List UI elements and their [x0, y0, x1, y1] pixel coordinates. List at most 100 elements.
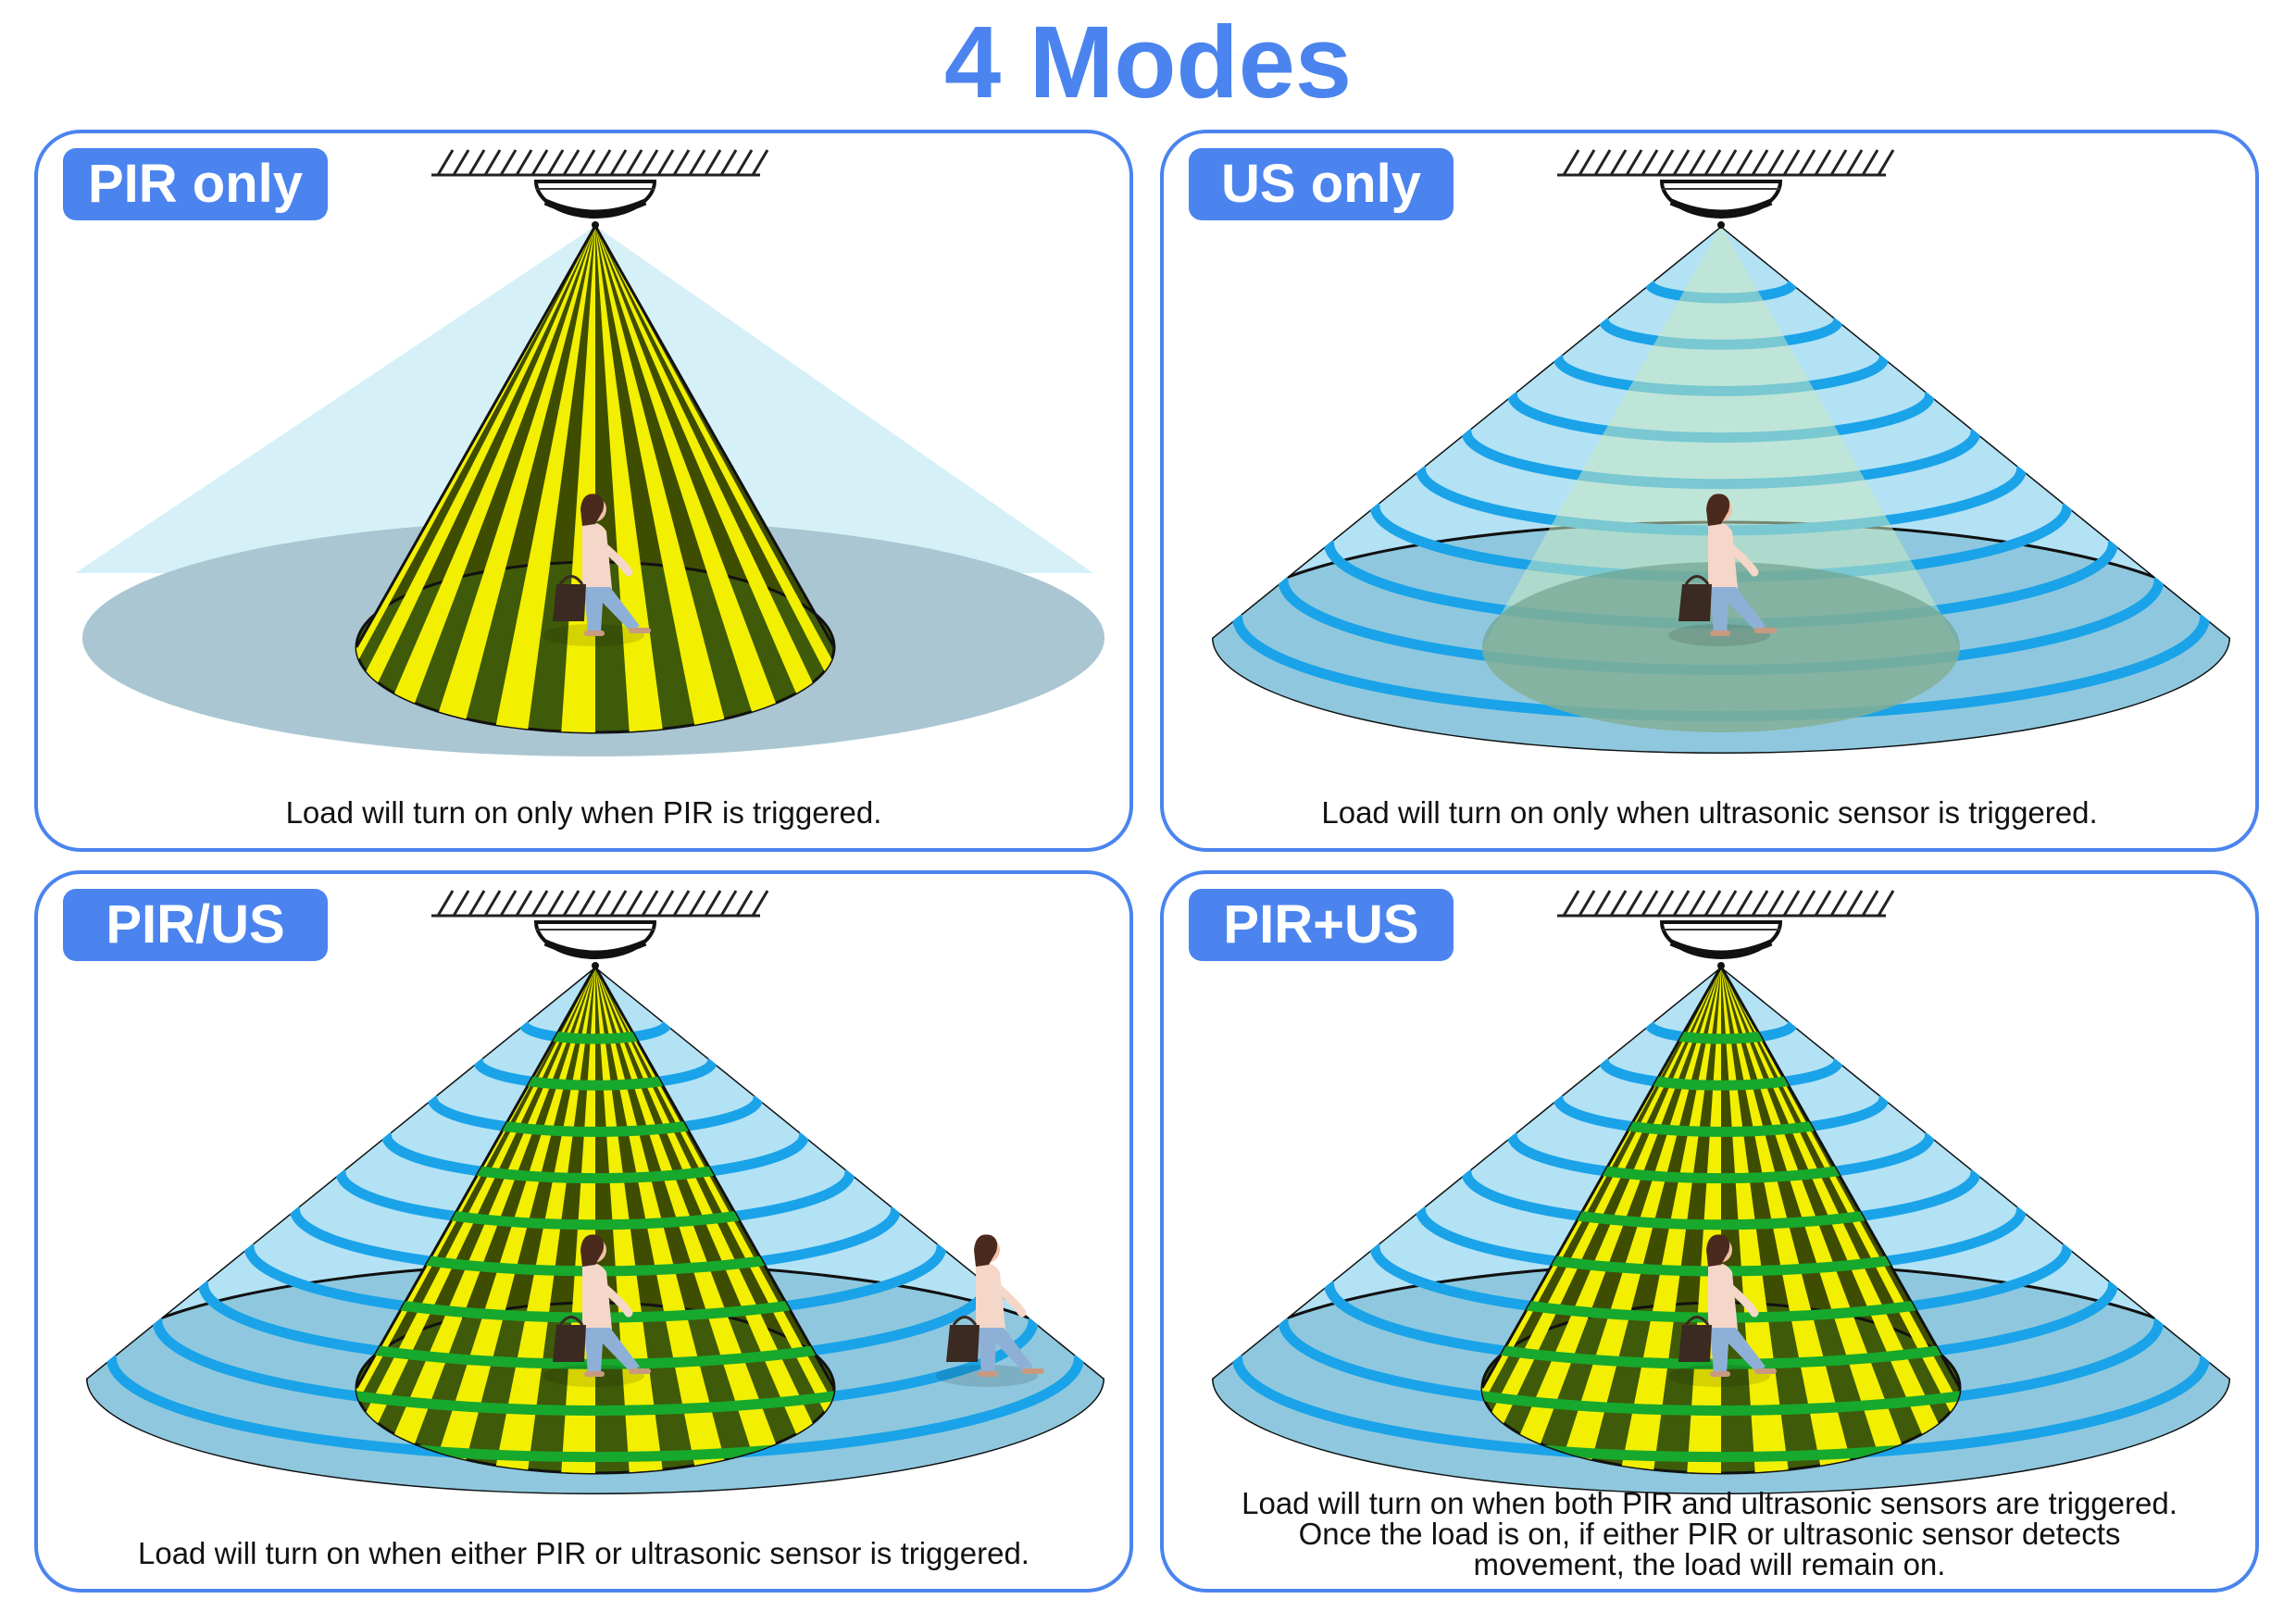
- pir-beam-ray: [1721, 967, 1851, 1466]
- caption-line-1: Load will turn on when both PIR and ultr…: [1242, 1486, 2177, 1520]
- ceiling-hatch: [499, 149, 518, 176]
- ceiling-hatch: [1751, 149, 1769, 176]
- ceiling-hatch: [1688, 149, 1706, 176]
- ceiling-hatch: [1703, 890, 1722, 917]
- ceiling-hatch: [672, 149, 691, 176]
- page-title: 4 Modes: [943, 6, 1353, 119]
- pir-beam-ray: [595, 967, 725, 1466]
- ceiling-hatch: [436, 149, 455, 176]
- pir-zone-inactive: [1482, 226, 1960, 732]
- ceiling-hatch: [1625, 149, 1643, 176]
- ceiling-hatch: [1562, 149, 1580, 176]
- ceiling-hatch: [1845, 890, 1864, 917]
- ceiling-hatch: [1798, 149, 1816, 176]
- ceiling-hatch: [1782, 149, 1801, 176]
- ceiling-hatch: [546, 149, 565, 176]
- pir-beam-ray: [366, 226, 595, 683]
- caption-line-3: movement, the load will remain on.: [1473, 1547, 1946, 1581]
- pir-beam-ray: [595, 226, 663, 732]
- overlap-wave: [1482, 1353, 1960, 1463]
- ceiling-hatch: [1861, 890, 1879, 917]
- caption-line: Load will turn on only when ultrasonic s…: [1321, 795, 2098, 830]
- ceiling-hatch: [1593, 890, 1612, 917]
- ceiling-hatch: [483, 149, 502, 176]
- overlap-wave: [356, 1316, 834, 1416]
- ceiling-hatch: [483, 890, 502, 917]
- pir-beam-ray: [595, 226, 776, 712]
- ceiling-hatch: [452, 149, 470, 176]
- ceiling-hatch: [1593, 149, 1612, 176]
- ceiling-hatch: [468, 890, 486, 917]
- ceiling-hatch: [1751, 890, 1769, 917]
- ceiling-hatch: [562, 890, 580, 917]
- ceiling: [431, 149, 769, 177]
- mode-panel-us-only: US only Load will turn on only when ultr…: [1160, 130, 2259, 852]
- ceiling-hatch: [641, 149, 659, 176]
- ceiling-hatch: [641, 890, 659, 917]
- ceiling-hatch: [1798, 890, 1816, 917]
- pir-beam-ray: [356, 226, 595, 660]
- ceiling-hatch: [562, 149, 580, 176]
- mode-badge: PIR only: [63, 148, 328, 220]
- pir-beam-ray: [439, 226, 595, 719]
- occupancy-sensor-icon: [533, 920, 657, 969]
- ceiling-hatch: [656, 890, 675, 917]
- person-walking-icon: [543, 493, 651, 646]
- ceiling-hatch: [1719, 890, 1738, 917]
- pir-beam-ray: [439, 967, 595, 1460]
- caption-line-2: Once the load is on, if either PIR or ul…: [1298, 1517, 2121, 1551]
- ceiling-hatch: [625, 149, 643, 176]
- ceiling-hatch: [1735, 149, 1753, 176]
- pir-beam-ray: [356, 967, 595, 1401]
- ceiling-hatch: [719, 149, 738, 176]
- ceiling-hatch: [609, 890, 628, 917]
- pir-beam-ray: [595, 226, 832, 671]
- mode-panel-pir-only: PIR only Load will turn on only when PIR…: [34, 130, 1133, 852]
- ceiling-hatch: [515, 149, 533, 176]
- ceiling-hatch: [1861, 149, 1879, 176]
- ceiling-hatch: [530, 890, 549, 917]
- occupancy-sensor-icon: [1659, 180, 1783, 229]
- ceiling-hatch: [1688, 890, 1706, 917]
- ceiling-hatch: [1845, 149, 1864, 176]
- overlap-wave: [1482, 1316, 1960, 1416]
- ceiling-hatch: [1578, 149, 1596, 176]
- person-walking-icon: [1668, 493, 1777, 646]
- pir-beam-ray: [495, 967, 595, 1470]
- overlap-wave: [356, 1353, 834, 1463]
- person-walking-icon: [543, 1234, 651, 1387]
- mode-badge: US only: [1189, 148, 1454, 220]
- ceiling-hatch: [751, 890, 769, 917]
- mode-caption: Load will turn on only when ultrasonic s…: [1182, 797, 2237, 828]
- ceiling-hatch: [1814, 149, 1832, 176]
- ceiling-hatch: [1877, 149, 1895, 176]
- caption-line: Load will turn on only when PIR is trigg…: [285, 795, 882, 830]
- ceiling-hatch: [436, 890, 455, 917]
- ceiling-hatch: [1578, 890, 1596, 917]
- ceiling-hatch: [688, 890, 706, 917]
- person-walking-icon: [1668, 1234, 1777, 1387]
- ceiling-hatch: [609, 149, 628, 176]
- ceiling-hatch: [1829, 149, 1848, 176]
- ceiling-hatch: [452, 890, 470, 917]
- ceiling-hatch: [735, 890, 754, 917]
- ceiling-hatch: [1877, 890, 1895, 917]
- ceiling-hatch: [1782, 890, 1801, 917]
- pir-beam-ray: [595, 226, 813, 693]
- ceiling-hatch: [1625, 890, 1643, 917]
- ceiling-hatch: [704, 890, 722, 917]
- ceiling-hatch: [1672, 890, 1691, 917]
- pir-or-us-diagram: [86, 890, 1104, 1494]
- ceiling-hatch: [1656, 890, 1675, 917]
- ceiling-hatch: [1672, 149, 1691, 176]
- mode-caption: Load will turn on when either PIR or ult…: [56, 1538, 1111, 1568]
- ceiling-hatch: [578, 149, 596, 176]
- ceiling-hatch: [1829, 890, 1848, 917]
- ceiling: [431, 890, 769, 918]
- ceiling-hatch: [499, 890, 518, 917]
- pir-beam-ray: [1621, 967, 1721, 1470]
- ceiling-hatch: [735, 149, 754, 176]
- pir-beam-ray: [394, 226, 595, 704]
- mode-badge: PIR/US: [63, 889, 328, 961]
- ceiling-hatch: [1641, 149, 1659, 176]
